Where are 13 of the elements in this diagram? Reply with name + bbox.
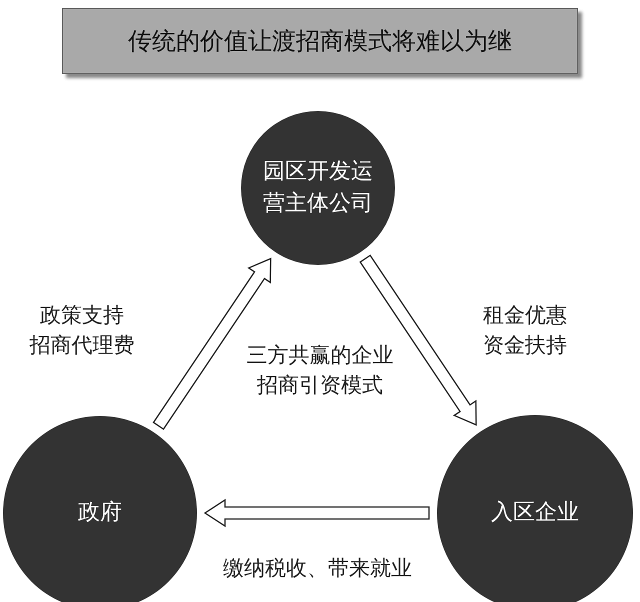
- node-label: 入区企业: [490, 499, 580, 528]
- hollow-arrow: [359, 254, 477, 426]
- title: 传统的价值让渡招商模式将难以为继: [128, 26, 512, 57]
- node-label: 政府: [77, 499, 123, 528]
- text-label: 资金扶持: [482, 332, 568, 359]
- text-label: 租金优惠: [482, 302, 568, 329]
- node-label: 园区开发运营主体公司: [263, 158, 373, 218]
- edge-label: 缴纳税收、带来就业: [222, 555, 413, 582]
- text-label: 招商代理费: [28, 332, 136, 359]
- text-label: 政策支持: [39, 302, 125, 329]
- hollow-arrow: [152, 258, 272, 430]
- text-label: 三方共赢的企业招商引资模式: [246, 342, 394, 400]
- hollow-arrow: [204, 498, 430, 528]
